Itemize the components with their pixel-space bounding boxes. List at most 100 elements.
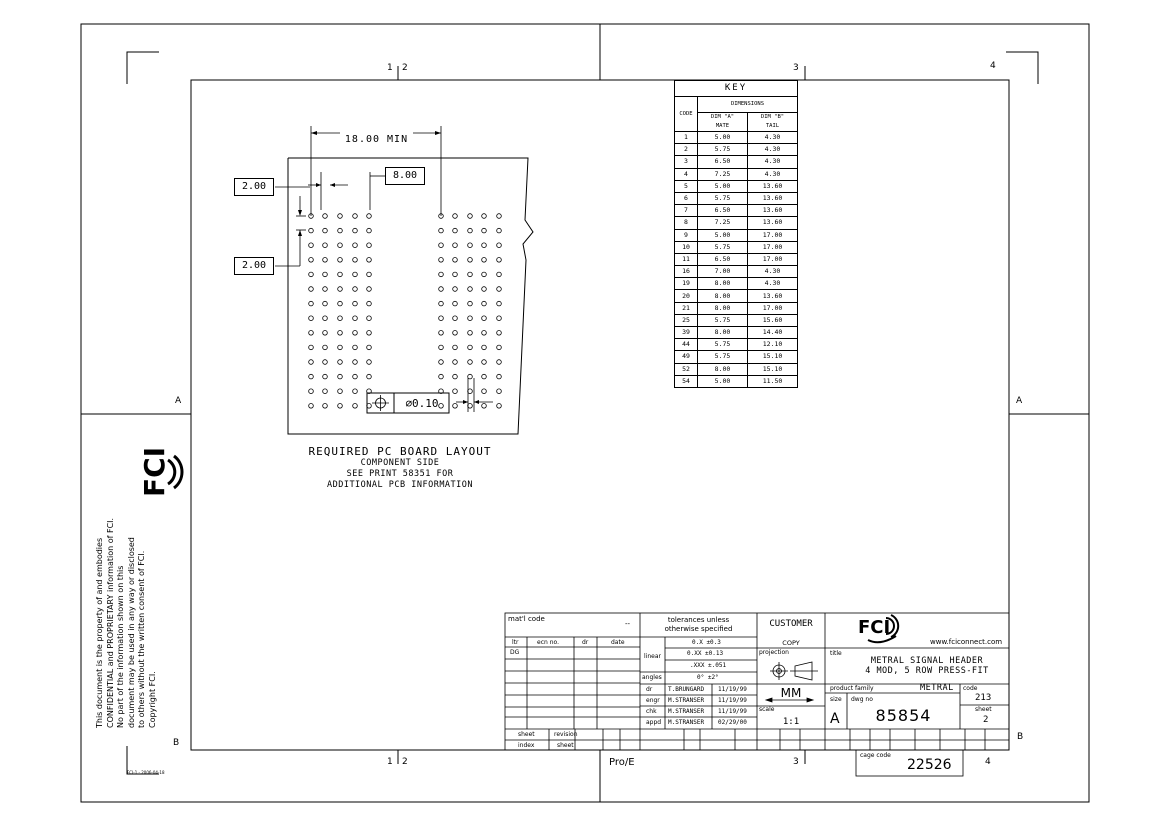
pcb-hole: [467, 213, 473, 219]
pcb-hole: [308, 242, 314, 248]
revision-label: revision: [554, 731, 578, 738]
pcb-hole: [308, 344, 314, 351]
pcb-hole: [452, 242, 458, 248]
pcb-hole: [496, 271, 502, 278]
pcb-hole: [496, 330, 502, 336]
signoff-name: M.STRANSER: [668, 708, 705, 715]
pcb-hole: [322, 286, 328, 292]
pcb-hole: [452, 213, 458, 219]
key-dimensions-header: DIMENSIONS: [697, 96, 798, 113]
pcb-hole: [352, 315, 358, 321]
pcb-hole: [438, 388, 444, 394]
pcb-hole: [496, 286, 502, 292]
pcb-hole: [481, 227, 487, 234]
pcb-hole: [352, 300, 358, 307]
zone-bottom-1: 1: [387, 757, 393, 767]
svg-text:FCI: FCI: [858, 617, 890, 638]
pcb-hole: [438, 227, 444, 234]
tol-1: 0.X ±0.3: [692, 639, 721, 646]
pcb-hole: [352, 286, 358, 292]
pcb-hole: [308, 213, 314, 219]
pcb-hole: [438, 344, 444, 351]
sheet-no-value: 2: [983, 715, 989, 725]
pcb-hole: [452, 271, 458, 278]
pcb-hole: [337, 286, 343, 292]
pcb-hole: [337, 403, 343, 409]
pcb-hole: [481, 373, 487, 380]
pcb-hole: [467, 300, 473, 307]
pcb-hole: [337, 315, 343, 321]
zone-bottom-4: 4: [985, 757, 991, 767]
pcb-hole: [366, 213, 372, 219]
dim-8-box: 8.00: [385, 167, 425, 185]
dim-18-label: 18.00 MIN: [340, 127, 413, 146]
pcb-hole: [467, 330, 473, 336]
zone-top-4: 4: [990, 61, 996, 71]
code-value: 213: [975, 693, 992, 703]
pcb-hole: [366, 388, 372, 394]
pcb-hole: [438, 373, 444, 380]
rev-header-ltr: ltr: [512, 639, 519, 646]
signoff-date: 11/19/99: [718, 686, 747, 693]
pcb-hole: [438, 271, 444, 278]
pcb-hole: [481, 403, 487, 409]
pcb-hole: [452, 373, 458, 380]
pcb-hole: [467, 373, 473, 380]
key-dim-b-header: DIM "B": [747, 112, 798, 122]
angles-value: 0° ±2°: [697, 674, 719, 681]
form-id: FCI-1 - 2006-04-18: [127, 770, 165, 775]
pcb-hole: [366, 227, 372, 234]
pcb-hole: [467, 242, 473, 248]
pcb-hole: [322, 242, 328, 248]
pcb-hole: [481, 213, 487, 219]
pcb-hole: [352, 330, 358, 336]
hole-pattern: [308, 213, 502, 409]
pcb-hole: [438, 300, 444, 307]
pcb-hole: [352, 227, 358, 234]
pcb-hole: [366, 344, 372, 351]
website: www.fciconnect.com: [930, 638, 1003, 646]
pcb-hole: [452, 344, 458, 351]
pcb-layout-drawing: [275, 126, 534, 435]
pcb-hole: [308, 271, 314, 278]
product-family-value: METRAL: [920, 683, 954, 693]
pcb-hole: [481, 257, 487, 263]
pcb-hole: [322, 227, 328, 234]
pcb-hole: [467, 286, 473, 292]
third-angle-projection-icon: [770, 661, 818, 681]
projection-label: projection: [759, 649, 789, 656]
pcb-hole: [337, 213, 343, 219]
pcb-hole: [496, 359, 502, 365]
signoff-role: engr: [646, 697, 660, 704]
pcb-hole: [438, 257, 444, 263]
signoff-name: T.BRUNGARD: [668, 686, 705, 693]
pcb-hole: [337, 257, 343, 263]
cad-system: Pro/E: [609, 757, 635, 768]
pcb-hole: [467, 257, 473, 263]
fci-side-logo: FCI: [128, 440, 184, 504]
size-label: size: [830, 696, 842, 703]
pcb-hole: [352, 388, 358, 394]
pcb-hole: [366, 315, 372, 321]
index-label: index: [518, 742, 535, 749]
signoff-name: M.STRANSER: [668, 697, 705, 704]
signoff-role: dr: [646, 686, 653, 693]
svg-text:FCI: FCI: [138, 447, 171, 497]
pcb-hole: [308, 257, 314, 263]
pcb-hole: [467, 271, 473, 278]
signoff-role: appd: [646, 719, 662, 726]
pcb-hole: [322, 271, 328, 278]
pcb-hole: [308, 388, 314, 394]
pcb-hole: [366, 242, 372, 248]
pcb-hole: [496, 227, 502, 234]
pcb-hole: [337, 344, 343, 351]
pcb-hole: [352, 213, 358, 219]
pcb-hole: [352, 271, 358, 278]
